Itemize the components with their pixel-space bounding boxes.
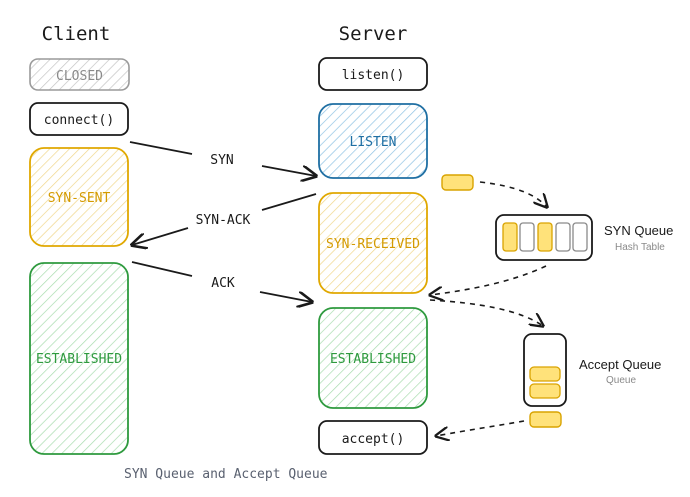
syn-queue-incoming-entry: [441, 174, 474, 191]
client-syn-sent-state: SYN-SENT: [29, 147, 129, 247]
syn-queue-slot-1: [502, 222, 518, 252]
syn-queue-subtitle: Hash Table: [615, 242, 665, 253]
syn-ack-label: SYN-ACK: [196, 213, 251, 228]
syn-queue-to-server-arrow: [430, 265, 547, 295]
server-listen-state: LISTEN: [318, 103, 428, 179]
server-accept-call: accept(): [318, 420, 428, 455]
accept-queue-to-accept-arrow: [436, 420, 525, 436]
client-connect-label: connect(): [44, 113, 114, 128]
server-listen-call-label: listen(): [342, 68, 405, 83]
server-established-label: ESTABLISHED: [330, 352, 416, 367]
syn-queue-slot-4: [555, 222, 571, 252]
server-syn-received-label: SYN-RECEIVED: [326, 237, 420, 252]
diagram-caption: SYN Queue and Accept Queue: [124, 467, 328, 482]
accept-queue: [523, 333, 567, 407]
to-syn-queue-arrow: [479, 181, 547, 207]
client-closed-state: CLOSED: [29, 58, 130, 91]
syn-queue-slot-2: [519, 222, 535, 252]
to-accept-queue-arrow: [429, 299, 543, 326]
server-accept-label: accept(): [342, 432, 405, 447]
syn-arrow: [129, 141, 316, 176]
client-closed-label: CLOSED: [56, 69, 103, 84]
syn-ack-arrow: [132, 193, 317, 245]
syn-queue-slot-3: [537, 222, 553, 252]
syn-queue-hash-table: [495, 214, 593, 261]
accept-queue-title: Accept Queue: [579, 357, 661, 372]
accept-queue-subtitle: Queue: [606, 375, 636, 386]
ack-label: ACK: [211, 276, 235, 291]
syn-queue-slot-5: [572, 222, 588, 252]
client-connect-call: connect(): [29, 102, 129, 136]
server-established-state: ESTABLISHED: [318, 307, 428, 409]
client-established-label: ESTABLISHED: [36, 352, 122, 367]
syn-label: SYN: [210, 153, 233, 168]
accept-queue-entry-2: [529, 383, 561, 399]
accept-queue-dequeued-entry: [529, 411, 562, 428]
accept-queue-entry-1: [529, 366, 561, 382]
server-header: Server: [339, 23, 408, 45]
client-syn-sent-label: SYN-SENT: [48, 191, 111, 206]
client-header: Client: [42, 23, 111, 45]
server-listen-label: LISTEN: [350, 135, 397, 150]
client-established-state: ESTABLISHED: [29, 262, 129, 455]
syn-queue-title: SYN Queue: [604, 223, 673, 238]
ack-arrow: [131, 261, 312, 302]
server-listen-call: listen(): [318, 57, 428, 91]
server-syn-received-state: SYN-RECEIVED: [318, 192, 428, 294]
